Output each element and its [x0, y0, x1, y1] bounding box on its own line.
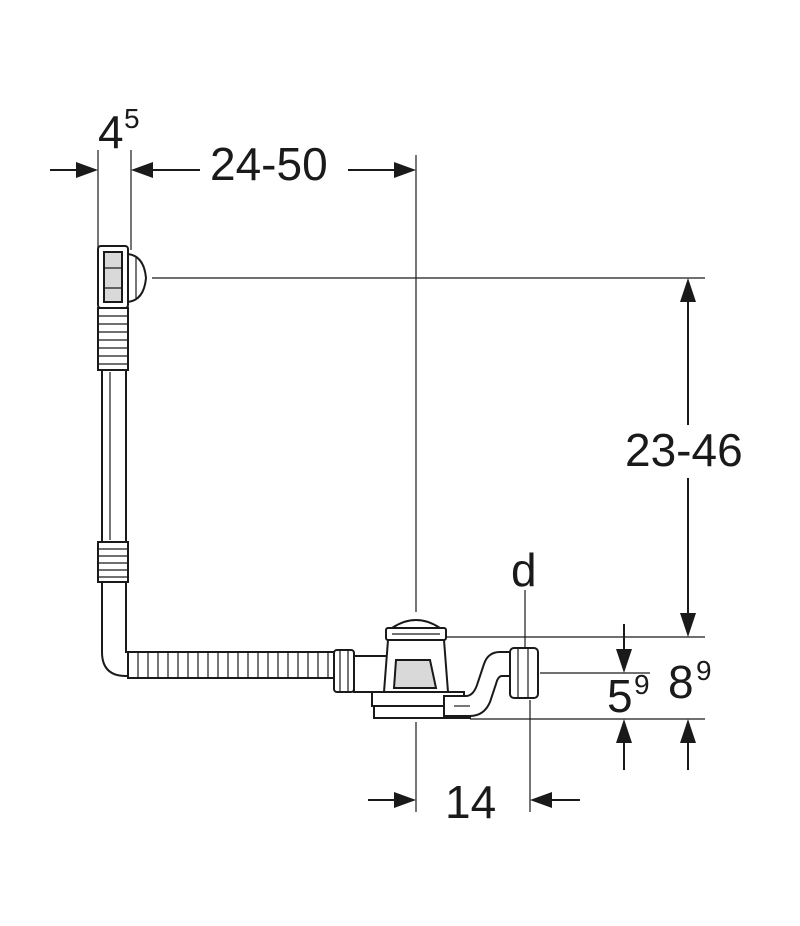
trap-and-outlet — [443, 647, 539, 717]
arrow-23-46-bottom — [680, 613, 696, 637]
dimension-line-8-9 — [680, 719, 696, 770]
dimension-8-9-superscript: 9 — [696, 655, 712, 686]
drain-plug-cap — [388, 619, 444, 629]
arrow-5-9-bottom — [616, 719, 632, 743]
arrow-4-5-left — [76, 162, 98, 178]
smooth-pipe-section — [101, 369, 127, 543]
arrow-8-9-bottom — [680, 719, 696, 743]
arrow-4-5-right — [131, 162, 153, 178]
drain-housing-inner — [392, 659, 438, 689]
dimension-line-23-46 — [680, 278, 696, 637]
lower-corrugations — [98, 548, 128, 578]
dimension-line-24-50 — [153, 162, 416, 178]
arrow-23-46-top — [680, 278, 696, 302]
arrow-14-left — [394, 792, 416, 808]
dimension-23-46: 23-46 — [625, 424, 743, 476]
dimension-24-50: 24-50 — [210, 138, 328, 190]
overflow-flange-inner — [103, 251, 123, 303]
drain-side-inlet — [353, 655, 389, 693]
upper-corrugated-section — [97, 307, 129, 371]
overflow-head — [97, 245, 148, 309]
overflow-cap — [127, 252, 148, 304]
dimension-5-9-main: 5 — [607, 670, 633, 722]
dimension-8-9-main: 8 — [668, 656, 694, 708]
lower-corrugated-section — [97, 541, 129, 583]
dimension-line-5-9 — [616, 624, 632, 770]
dimension-4-5: 4 5 — [98, 103, 140, 158]
arrow-24-50-right — [394, 162, 416, 178]
outlet-nut — [509, 647, 539, 699]
hose-corrugations — [137, 652, 329, 678]
dimension-14: 14 — [445, 776, 496, 828]
dimension-4-5-main: 4 — [98, 106, 124, 158]
drain-body — [353, 619, 471, 719]
horizontal-flex-hose — [127, 649, 355, 693]
dimension-5-9-superscript: 9 — [634, 669, 650, 700]
dimension-4-5-superscript: 5 — [124, 103, 140, 134]
dimension-line-14 — [368, 792, 580, 808]
extension-lines — [97, 150, 705, 812]
dimension-8-9: 8 9 — [668, 655, 712, 708]
hose-nut — [333, 649, 355, 693]
vertical-overflow-pipe — [97, 307, 141, 677]
dimension-line-4-5 — [50, 162, 153, 178]
arrow-14-right — [530, 792, 552, 808]
hose-body — [127, 651, 335, 679]
outlet-diameter-label: d — [511, 544, 537, 596]
dimension-5-9: 5 9 — [607, 669, 650, 722]
upper-corrugations — [98, 315, 128, 365]
arrow-5-9-top — [616, 649, 632, 673]
trap-bend — [443, 651, 511, 717]
